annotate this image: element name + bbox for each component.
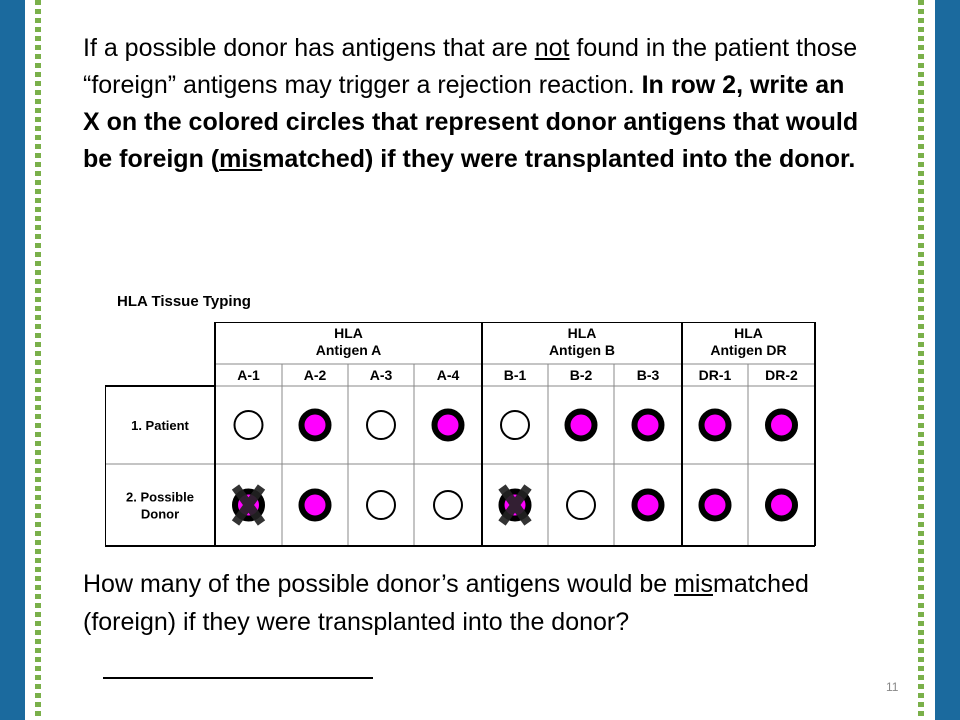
- antigen-circle-filled: [631, 408, 665, 442]
- antigen-circle-open: [366, 490, 396, 520]
- column-header: B-3: [637, 367, 660, 383]
- column-header: A-4: [437, 367, 460, 383]
- instruction-text-2: found in the patient those “foreign” ant…: [83, 34, 858, 99]
- antigen-circle-filled: [298, 408, 332, 442]
- group-header: Antigen A: [316, 342, 382, 358]
- antigen-circle-open: [433, 490, 463, 520]
- instruction-bold-2: matched) if they were transplanted into …: [262, 145, 856, 173]
- antigen-circle-filled: [765, 488, 798, 522]
- instruction-emphasis-not: not: [534, 34, 570, 62]
- column-header: A-1: [237, 367, 260, 383]
- page-number: 11: [886, 680, 899, 694]
- left-border-bar: [0, 0, 25, 720]
- column-header: DR-2: [765, 367, 798, 383]
- group-header: Antigen DR: [710, 342, 786, 358]
- antigen-circle-filled: [698, 488, 732, 522]
- instruction-bold-1: In row 2, write an X on the colored circ…: [83, 71, 859, 173]
- antigen-circle-filled: [631, 488, 665, 522]
- antigen-circle-open: [566, 490, 596, 520]
- column-header: B-1: [504, 367, 527, 383]
- right-border-bar: [935, 0, 960, 720]
- antigen-circle-open: [366, 410, 396, 440]
- group-header: HLA: [734, 325, 763, 341]
- antigen-circle-filled: [431, 408, 465, 442]
- x-mark: [231, 484, 266, 526]
- antigen-circle-filled: [564, 408, 598, 442]
- group-header: HLA: [568, 325, 597, 341]
- antigen-circle-filled: [298, 488, 332, 522]
- antigen-circle-filled: [698, 408, 732, 442]
- antigen-circle-open: [500, 410, 530, 440]
- column-header: A-2: [304, 367, 327, 383]
- question-text-2: matched (foreign) if they were transplan…: [83, 570, 809, 636]
- group-header: Antigen B: [549, 342, 615, 358]
- column-header: A-3: [370, 367, 393, 383]
- row-label: Donor: [141, 507, 179, 522]
- question-emphasis-mis: mis: [674, 570, 713, 598]
- right-dotted-border: [918, 0, 924, 720]
- row-label: 1. Patient: [131, 418, 189, 433]
- instruction-text-1: If a possible donor has antigens that ar…: [83, 34, 535, 62]
- instruction-paragraph: If a possible donor has antigens that ar…: [83, 30, 863, 178]
- answer-blank[interactable]: [103, 651, 373, 679]
- antigen-circle-open: [233, 410, 264, 440]
- column-header: B-2: [570, 367, 593, 383]
- question-paragraph: How many of the possible donor’s antigen…: [83, 565, 873, 679]
- antigen-circle-filled: [765, 408, 798, 442]
- column-header: DR-1: [699, 367, 732, 383]
- left-dotted-border: [35, 0, 41, 720]
- figure-title: HLA Tissue Typing: [117, 293, 251, 310]
- row-label: 2. Possible: [126, 490, 194, 505]
- instruction-bold-mis: mis: [219, 145, 263, 173]
- x-mark: [498, 484, 532, 526]
- question-text-1: How many of the possible donor’s antigen…: [83, 570, 675, 598]
- group-header: HLA: [334, 325, 363, 341]
